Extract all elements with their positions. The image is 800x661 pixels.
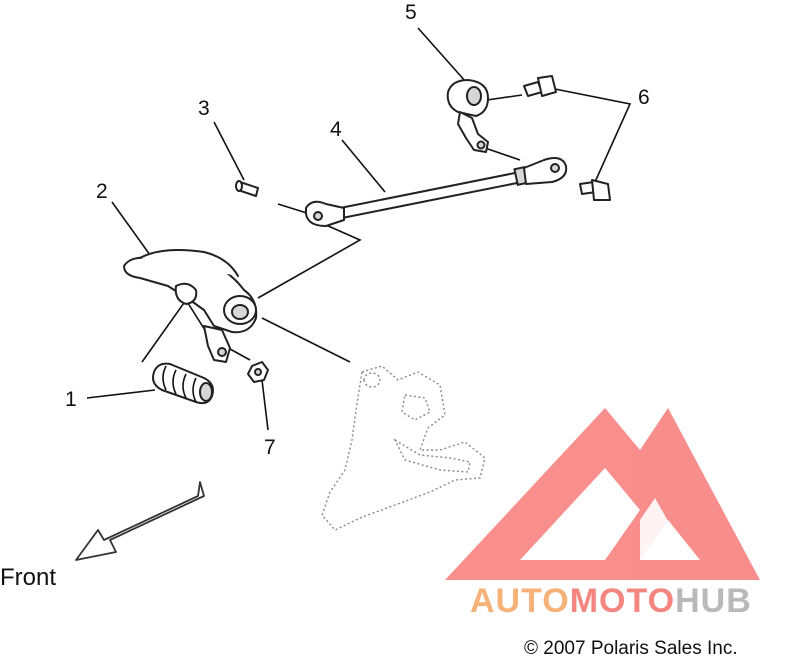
leader-rod-end	[277, 203, 311, 215]
lever-link-hole	[217, 347, 227, 357]
leader-6	[549, 87, 632, 183]
leader-pivot-bracket	[261, 317, 351, 363]
lever-arm-top	[139, 249, 239, 277]
callout-3: 3	[198, 97, 210, 120]
callout-4: 4	[330, 118, 342, 141]
bracket-outline-inner	[401, 394, 431, 421]
peg-rib-2	[172, 369, 177, 395]
leader-4	[341, 139, 386, 193]
callout-2: 2	[96, 180, 108, 203]
rod-end-front	[305, 200, 345, 227]
shift-rod[interactable]	[305, 157, 568, 227]
leader-5	[417, 27, 467, 83]
callout-7: 7	[264, 436, 276, 459]
bolt-lower[interactable]	[579, 179, 611, 201]
lock-nut[interactable]	[247, 361, 269, 383]
leader-2	[111, 201, 151, 256]
watermark-part-auto: AUTO	[470, 582, 570, 620]
bracket-outline-outer	[321, 365, 486, 531]
lever-hub-bore	[231, 304, 249, 320]
callout-5: 5	[405, 1, 417, 24]
lever-lower-link	[203, 325, 231, 363]
logo-triangle-shape	[445, 408, 760, 580]
leader-5-bolt	[486, 94, 523, 101]
frame-bracket-outline	[321, 365, 486, 531]
leader-lines	[86, 27, 632, 431]
nut-bore	[254, 368, 262, 376]
leader-1	[86, 389, 156, 399]
peg-rib-3	[182, 373, 187, 399]
leader-3	[213, 121, 245, 181]
peg-rib-4	[192, 377, 197, 403]
shift-lever[interactable]	[123, 249, 258, 363]
rod-end-rear	[523, 157, 568, 185]
callout-6: 6	[638, 86, 650, 109]
rod-end-front-eye	[313, 211, 323, 221]
logo-inner-shape	[640, 498, 690, 560]
lever-peg-mount	[174, 282, 198, 305]
leader-4-end	[484, 147, 521, 161]
peg-rib-1	[162, 365, 167, 391]
upper-arm-bore	[466, 86, 482, 106]
watermark-part-moto: MOTO	[570, 582, 675, 620]
rod-shaft	[339, 171, 523, 219]
bracket-outline-hole	[363, 372, 381, 388]
upper-shift-arm[interactable]	[446, 79, 489, 153]
callout-1: 1	[65, 388, 77, 411]
leader-rod-pivot	[257, 224, 362, 299]
bracket-outline-slot	[393, 438, 471, 473]
front-label: Front	[0, 564, 56, 591]
upper-arm-hole	[476, 140, 486, 150]
bolt-lower-head	[591, 179, 611, 201]
pin-head	[235, 180, 243, 192]
watermark-text: AUTOMOTOHUB	[470, 582, 752, 620]
pivot-pin[interactable]	[235, 180, 259, 197]
automotohub-logo	[445, 408, 760, 580]
watermark-part-hub: HUB	[675, 582, 752, 620]
bolt-upper[interactable]	[523, 75, 557, 97]
front-arrow-icon	[75, 481, 205, 561]
shift-peg-rubber[interactable]	[152, 362, 214, 405]
rod-end-rear-eye	[550, 163, 560, 173]
copyright-text: © 2007 Polaris Sales Inc.	[524, 638, 738, 659]
leader-7	[261, 379, 269, 431]
bolt-upper-head	[537, 75, 557, 97]
peg-end-cap	[199, 382, 213, 402]
front-direction-arrow	[75, 481, 205, 561]
